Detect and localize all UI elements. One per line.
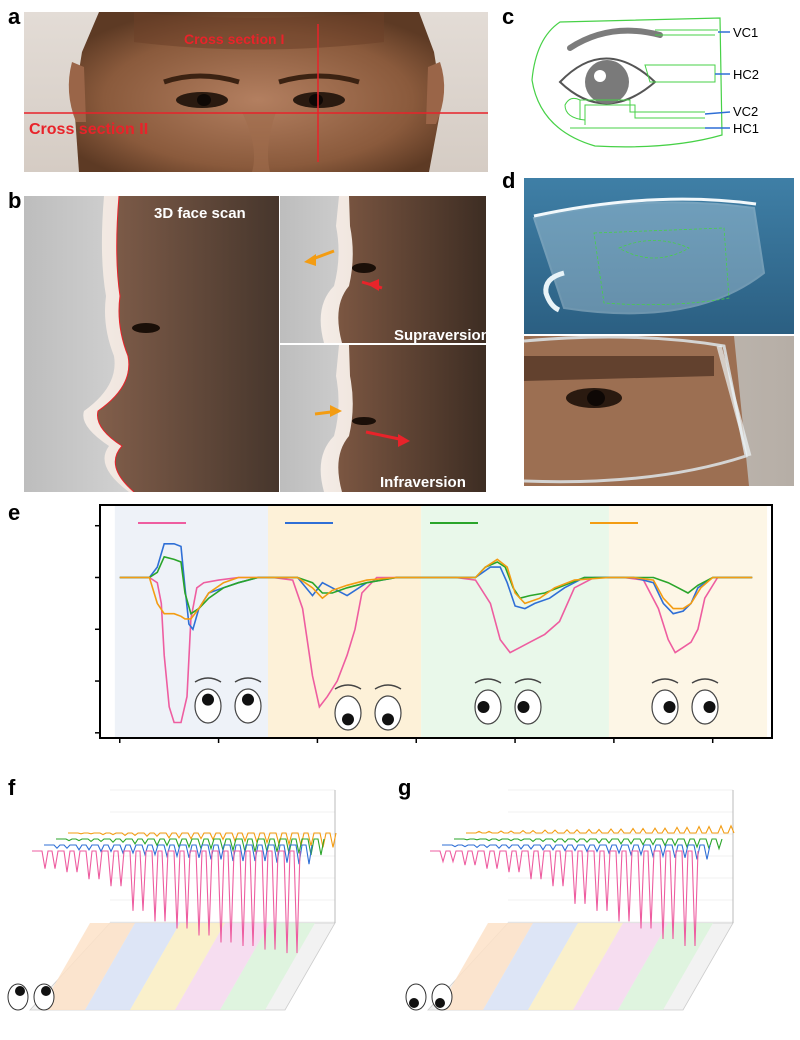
panel-letter-e: e bbox=[8, 500, 21, 525]
plot-frame bbox=[99, 504, 773, 739]
eye-pupil bbox=[342, 713, 354, 726]
eyebrow bbox=[474, 678, 502, 684]
eyebrow bbox=[374, 684, 402, 690]
eye-pupil bbox=[517, 701, 530, 713]
chart-e bbox=[10, 500, 790, 772]
cross-section-1-label: Cross section I bbox=[184, 31, 284, 47]
cross-section-2-label: Cross section II bbox=[29, 121, 148, 138]
eyebrow bbox=[691, 678, 719, 684]
floor-band-3 bbox=[175, 923, 270, 1010]
electrode-label-hc2: HC2 bbox=[733, 67, 759, 82]
eye-pupil bbox=[477, 701, 490, 713]
waterfall-trace-hc1 bbox=[454, 838, 723, 851]
waterfall-trace-hc2 bbox=[68, 832, 337, 848]
eye-pupil bbox=[382, 713, 394, 726]
face-scan-side: 3D face scan Supraversion Infraversion bbox=[24, 196, 486, 492]
electrode-label-hc1: HC1 bbox=[733, 121, 759, 136]
goggles-photo bbox=[524, 178, 794, 334]
caption-eye-pupil bbox=[435, 998, 445, 1008]
floor-band-2 bbox=[130, 923, 225, 1010]
chart-f bbox=[0, 775, 398, 1035]
caption-eye-pupil bbox=[409, 998, 419, 1008]
eyebrow bbox=[334, 684, 362, 690]
supraversion-label: Supraversion bbox=[394, 327, 486, 344]
floor-band-1 bbox=[483, 923, 578, 1010]
panel-letter-f: f bbox=[8, 775, 16, 800]
panel-letter-c: c bbox=[502, 4, 515, 29]
scan-label: 3D face scan bbox=[154, 205, 246, 222]
waterfall-trace-vc1 bbox=[430, 850, 699, 947]
waterfall-trace-hc1 bbox=[56, 838, 325, 856]
eye-outline bbox=[194, 688, 222, 724]
chart-g bbox=[398, 775, 800, 1035]
goggles-worn-photo bbox=[524, 336, 794, 486]
eyebrow bbox=[514, 678, 542, 684]
eye-outline bbox=[234, 688, 262, 724]
series-line-hc2 bbox=[119, 558, 753, 620]
shaded-region-2 bbox=[421, 505, 609, 738]
eyebrow bbox=[194, 677, 222, 683]
shaded-region-3 bbox=[608, 505, 768, 738]
electrode-schematic: VC1 HC2 VC2 HC1 bbox=[520, 10, 796, 160]
eye-outline bbox=[374, 695, 402, 731]
caption-eye-pupil bbox=[15, 986, 25, 996]
electrode-label-vc2: VC2 bbox=[733, 104, 758, 119]
waterfall-trace-vc1 bbox=[32, 850, 301, 954]
eyes-icon bbox=[334, 684, 402, 731]
panel-letter-g: g bbox=[398, 775, 412, 800]
floor-band-2 bbox=[528, 923, 623, 1010]
eye-pupil bbox=[663, 701, 676, 713]
floor-band-3 bbox=[573, 923, 668, 1010]
panel-letter-a: a bbox=[8, 4, 21, 29]
floor-band-4 bbox=[618, 923, 713, 1010]
waterfall-trace-vc2 bbox=[44, 844, 313, 865]
eyes-icon bbox=[474, 678, 542, 725]
waterfall-trace-hc2 bbox=[466, 824, 735, 834]
eyebrow bbox=[651, 678, 679, 684]
floor-band-0 bbox=[438, 923, 533, 1010]
eyebrow bbox=[234, 677, 262, 683]
floor-band-4 bbox=[220, 923, 315, 1010]
panel-letter-d: d bbox=[502, 168, 516, 193]
eyes-icon bbox=[651, 678, 719, 725]
waterfall-trace-vc2 bbox=[442, 844, 711, 860]
infraversion-label: Infraversion bbox=[380, 474, 466, 491]
floor-band-0 bbox=[40, 923, 135, 1010]
series-line-vc1 bbox=[119, 576, 753, 724]
face-photo-front: Cross section I Cross section II bbox=[24, 12, 488, 172]
eye-outline bbox=[334, 695, 362, 731]
eyes-icon bbox=[194, 677, 262, 724]
floor-band-1 bbox=[85, 923, 180, 1010]
eye-pupil bbox=[242, 693, 254, 706]
caption-eye-pupil bbox=[41, 986, 51, 996]
eye-pupil bbox=[703, 701, 716, 713]
panel-letter-b: b bbox=[8, 188, 22, 213]
electrode-label-vc1: VC1 bbox=[733, 25, 758, 40]
eye-pupil bbox=[202, 693, 214, 706]
